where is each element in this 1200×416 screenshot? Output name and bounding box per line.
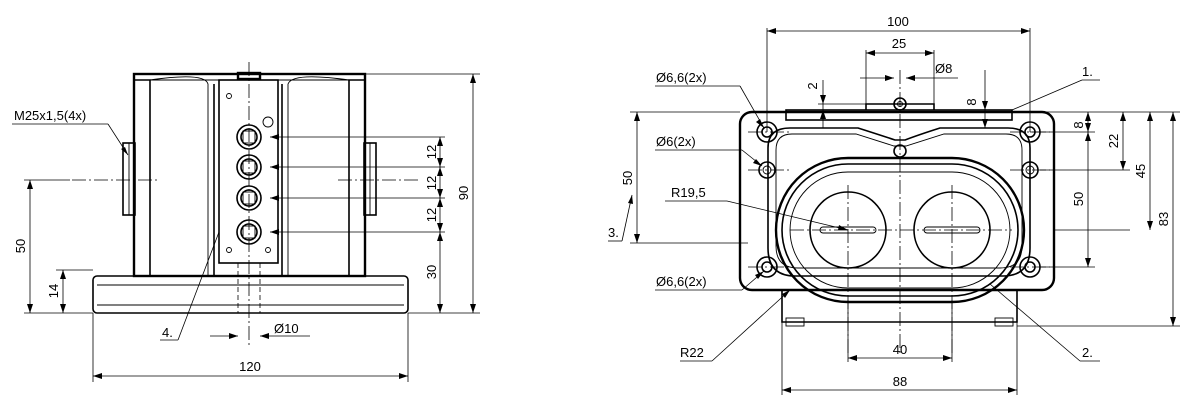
plunger-block <box>218 79 279 264</box>
dim-90: 90 <box>456 186 471 200</box>
dim-30: 30 <box>424 265 439 279</box>
dim-50: 50 <box>13 239 28 253</box>
dim-50-right: 50 <box>1071 192 1086 206</box>
dim-45: 45 <box>1133 164 1148 178</box>
dim-40: 40 <box>893 342 907 357</box>
callout-1: 1. <box>1082 64 1093 79</box>
dim-22: 22 <box>1106 134 1121 148</box>
callout-4: 4. <box>162 325 173 340</box>
dim-2: 2 <box>805 82 820 89</box>
callout-2: 2. <box>1082 345 1093 360</box>
dim-100: 100 <box>887 14 909 29</box>
dim-8-top: 8 <box>964 98 979 105</box>
radius-22: R22 <box>680 345 704 360</box>
dia-8: Ø8 <box>935 61 952 76</box>
dim-25: 25 <box>892 36 906 51</box>
dim-14: 14 <box>46 284 61 298</box>
base-flange <box>92 275 409 314</box>
mounting-plate <box>738 110 1056 292</box>
dim-88: 88 <box>893 374 907 389</box>
left-view: 12 12 12 30 90 50 14 120 <box>12 62 480 382</box>
dim-8-side: 8 <box>1071 121 1086 128</box>
dim-83: 83 <box>1156 212 1171 226</box>
dim-120: 120 <box>239 359 261 374</box>
dia-10: Ø10 <box>274 321 299 336</box>
callout-3: 3. <box>608 225 619 240</box>
dim-12-c: 12 <box>424 208 439 222</box>
dim-12-b: 12 <box>424 176 439 190</box>
radius-19-5: R19,5 <box>671 185 706 200</box>
dim-12-a: 12 <box>424 145 439 159</box>
thread-label: M25x1,5(4x) <box>14 108 86 123</box>
dia-6: Ø6(2x) <box>656 134 696 149</box>
dia-66-bottom: Ø6,6(2x) <box>656 274 707 289</box>
dim-50-left: 50 <box>620 171 635 185</box>
dia-66-top: Ø6,6(2x) <box>656 70 707 85</box>
right-view: 100 25 Ø8 2 8 8 22 45 50 8 <box>608 14 1180 395</box>
